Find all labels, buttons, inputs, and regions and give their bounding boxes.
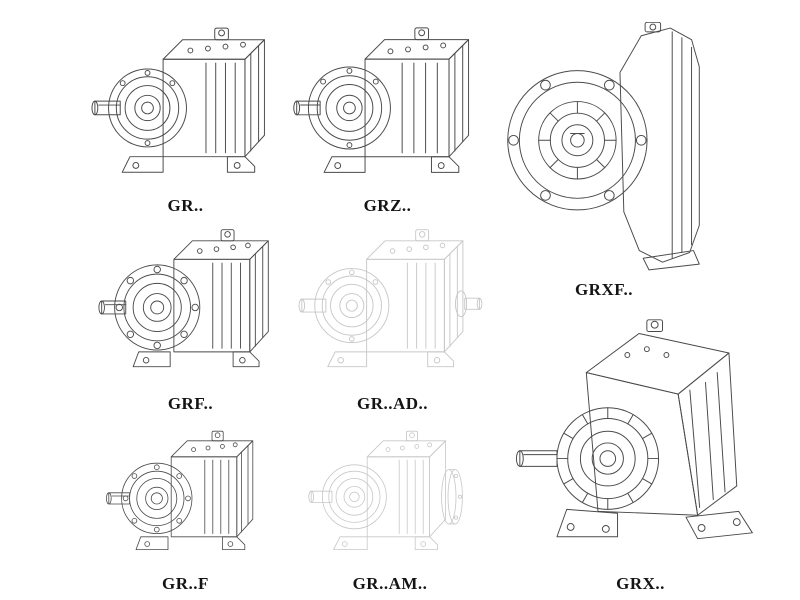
gearbox-drawing-grf bbox=[97, 229, 269, 368]
cell-gram: GR..AM.. bbox=[290, 422, 490, 594]
gearbox-drawing-gr bbox=[90, 27, 265, 173]
drawing-label-grx: GRX.. bbox=[616, 574, 665, 593]
gearbox-drawing-grad bbox=[298, 229, 482, 368]
gearbox-drawing-grz bbox=[292, 27, 469, 173]
cell-grx: GRX.. bbox=[498, 306, 783, 594]
gearbox-drawing-grx bbox=[515, 319, 753, 540]
drawing-label-gram: GR..AM.. bbox=[352, 574, 428, 593]
drawing-label-grxf: GRXF.. bbox=[574, 280, 634, 299]
gearbox-drawing-grf2 bbox=[105, 430, 253, 550]
drawing-label-grad: GR..AD.. bbox=[356, 394, 429, 413]
cell-grxf: GRXF.. bbox=[498, 0, 710, 300]
drawing-label-grf2: GR..F bbox=[162, 574, 209, 593]
drawing-label-grz: GRZ.. bbox=[363, 196, 412, 215]
gearbox-drawing-grxf bbox=[507, 22, 700, 271]
drawing-label-grf: GRF.. bbox=[167, 394, 214, 413]
cell-grf: GRF.. bbox=[88, 218, 293, 414]
cell-grf2: GR..F bbox=[88, 422, 283, 594]
cell-gr: GR.. bbox=[88, 4, 283, 216]
cell-grad: GR..AD.. bbox=[290, 218, 495, 414]
gearbox-drawing-gram bbox=[308, 430, 463, 550]
cell-grz: GRZ.. bbox=[290, 4, 485, 216]
drawing-label-gr: GR.. bbox=[167, 196, 204, 215]
